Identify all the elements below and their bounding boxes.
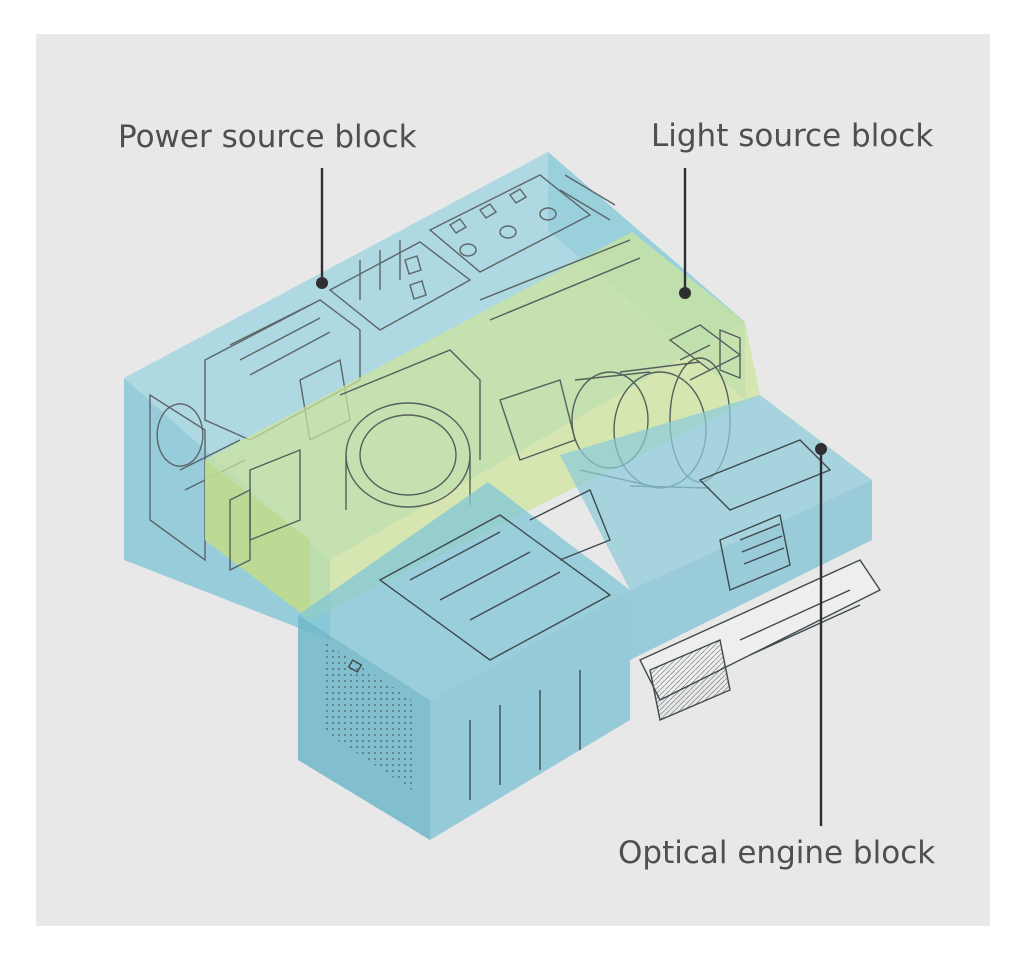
power-source-label: Power source block [118, 119, 417, 155]
optical-block-line-art [347, 439, 832, 800]
optical-leader-dot [815, 443, 827, 455]
optical-engine-block [298, 395, 872, 840]
light-leader-dot [679, 287, 691, 299]
leader-lines [316, 168, 827, 826]
optical-engine-label: Optical engine block [618, 835, 936, 871]
light-source-label: Light source block [651, 118, 934, 154]
power-block-line-art [149, 174, 616, 562]
vent-grille [322, 640, 412, 790]
power-leader-dot [316, 277, 328, 289]
light-block-top-face [205, 232, 760, 620]
optical-block-right-side [630, 480, 872, 660]
optical-block-front-right [430, 590, 630, 840]
optical-block-right-top [560, 395, 872, 590]
optical-block-front-top [298, 482, 630, 700]
